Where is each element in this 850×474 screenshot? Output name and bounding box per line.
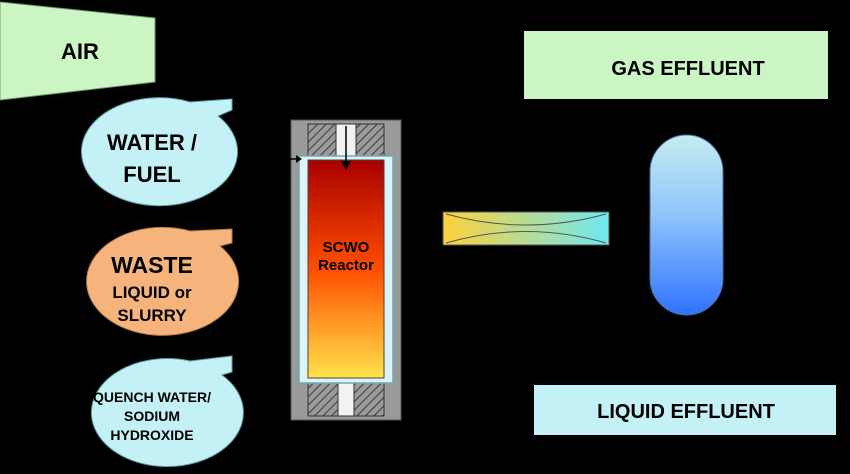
water-fuel-input: WATER / FUEL bbox=[80, 97, 238, 207]
waste-input: WASTE LIQUID or SLURRY bbox=[86, 226, 239, 336]
air-label: AIR bbox=[61, 39, 99, 64]
heat-exchanger bbox=[442, 211, 610, 246]
liquid-effluent-box bbox=[534, 385, 836, 435]
water-fuel-label-line2: FUEL bbox=[123, 162, 180, 187]
liquid-effluent-output: LIQUID EFFLUENT bbox=[534, 385, 836, 435]
scwo-reactor: SCWO Reactor bbox=[289, 119, 402, 421]
heat-exchanger-curve-bottom bbox=[445, 231, 607, 244]
reactor-chamber bbox=[307, 159, 385, 379]
heat-exchanger-curve-top bbox=[445, 213, 607, 226]
reactor-feed-arrow bbox=[341, 161, 351, 170]
quench-shape bbox=[90, 355, 244, 468]
quench-label-line3: HYDROXIDE bbox=[110, 427, 193, 443]
reactor-label-line1: SCWO bbox=[323, 239, 370, 256]
gas-effluent-box bbox=[524, 31, 828, 99]
reactor-side-inlet-arrow bbox=[296, 155, 302, 163]
air-shape bbox=[0, 1, 156, 101]
water-fuel-shape bbox=[80, 97, 238, 207]
waste-label-line3: SLURRY bbox=[117, 306, 187, 325]
air-input: AIR bbox=[0, 1, 156, 101]
reactor-label-line2: Reactor bbox=[318, 257, 374, 274]
reactor-top-hatch-right bbox=[355, 123, 385, 157]
gas-effluent-label: GAS EFFLUENT bbox=[611, 58, 764, 80]
liquid-effluent-label: LIQUID EFFLUENT bbox=[597, 401, 775, 423]
quench-label-line2: SODIUM bbox=[124, 408, 180, 424]
reactor-bottom-hatch-right bbox=[353, 381, 385, 417]
gas-effluent-output: GAS EFFLUENT bbox=[524, 31, 828, 99]
quench-input: QUENCH WATER/ SODIUM HYDROXIDE bbox=[90, 355, 244, 468]
reactor-top-hatch-left bbox=[307, 123, 337, 157]
quench-label-line1: QUENCH WATER/ bbox=[93, 389, 211, 405]
reactor-bottom-hatch-left bbox=[307, 381, 339, 417]
waste-label-line2: LIQUID or bbox=[112, 283, 192, 302]
waste-label-line1: WASTE bbox=[111, 252, 193, 278]
separator-vessel bbox=[649, 134, 724, 316]
waste-shape bbox=[86, 226, 239, 336]
heat-exchanger-shape bbox=[442, 211, 610, 246]
water-fuel-label-line1: WATER / bbox=[107, 130, 197, 155]
reactor-bottom-port bbox=[337, 381, 355, 417]
